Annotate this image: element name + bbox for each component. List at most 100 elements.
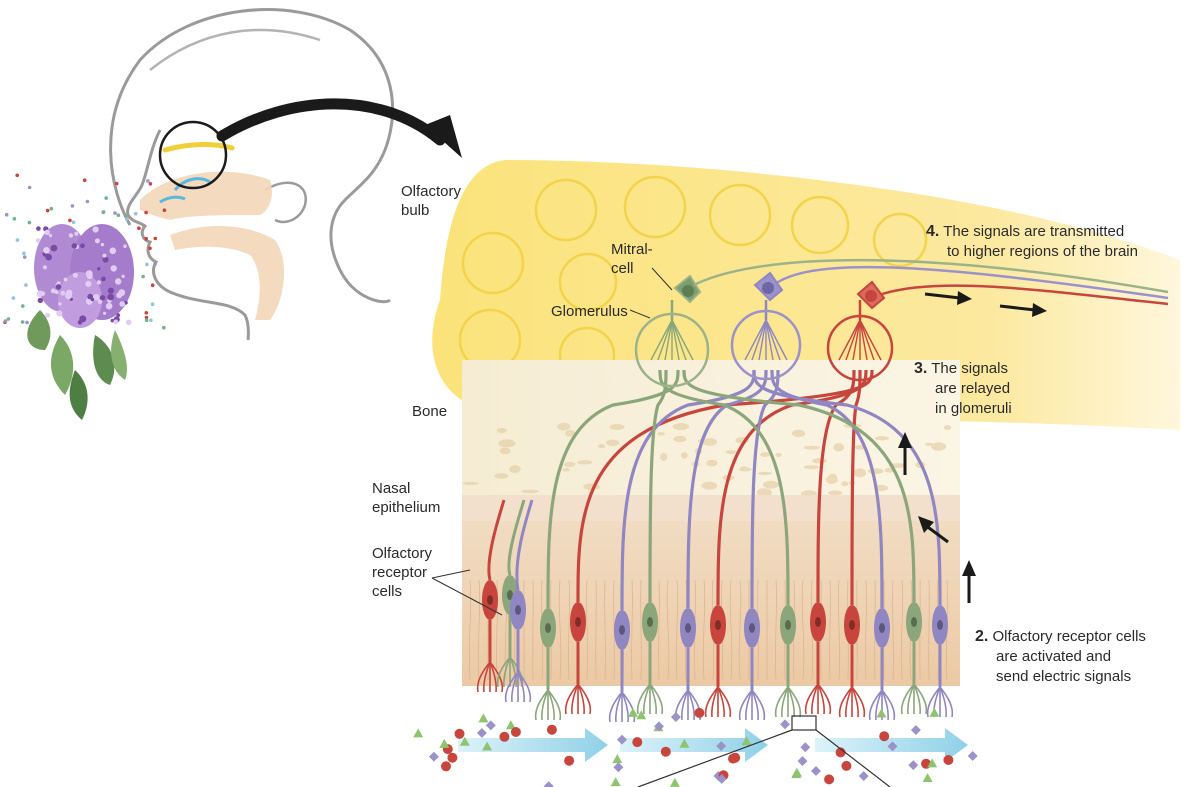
bone-pore <box>681 452 688 458</box>
odor-particle <box>21 304 25 308</box>
lilac-floret <box>56 284 62 290</box>
odor-particle <box>148 247 152 251</box>
label-nasal-epithelium-line2: epithelium <box>372 498 440 517</box>
step-3-line1: 3. The signals <box>914 359 1012 379</box>
lilac-floret <box>121 275 124 278</box>
odor-particle <box>71 204 75 208</box>
bone-pore <box>758 472 772 475</box>
odor-particle <box>24 283 28 287</box>
step-4-line2: to higher regions of the brain <box>926 242 1138 262</box>
lilac-floret <box>79 315 86 322</box>
odor-particle <box>162 326 166 330</box>
bone-pore <box>706 460 717 467</box>
odor-particle <box>145 263 149 267</box>
odor-particle <box>134 212 138 216</box>
lilac-floret <box>100 295 105 300</box>
lilac-floret <box>123 244 127 248</box>
lilac-floret <box>85 281 91 287</box>
lilac-floret <box>116 292 122 298</box>
lilac-floret <box>91 298 95 302</box>
step-3-line3: in glomeruli <box>914 399 1012 419</box>
odor-particle <box>12 296 16 300</box>
lilac-floret <box>51 245 58 252</box>
lilac-floret <box>74 232 78 236</box>
lilac-floret <box>58 302 61 305</box>
lilac-floret <box>119 301 125 307</box>
odor-particle <box>149 182 153 186</box>
odor-particle <box>163 208 167 212</box>
bone-pore <box>606 440 619 446</box>
bone-pore <box>500 448 511 455</box>
bone-pore <box>763 481 779 489</box>
bone-pore <box>826 476 838 484</box>
lilac-floret <box>111 265 117 271</box>
lilac-floret <box>38 298 43 303</box>
label-mitral-cell-line2: cell <box>611 259 653 278</box>
arrow-up-2 <box>962 560 976 603</box>
bone-pore <box>557 423 570 431</box>
odor-particle <box>141 275 145 279</box>
odor-particle <box>21 320 25 324</box>
label-nasal-epithelium: Nasal epithelium <box>372 479 440 517</box>
lilac-floret <box>43 265 47 269</box>
odor-particle <box>68 219 72 223</box>
bone-pore <box>828 491 842 496</box>
odor-particle <box>144 237 148 241</box>
bone-pore <box>833 443 844 451</box>
head-illustration <box>111 10 393 340</box>
odor-particle <box>149 319 153 323</box>
odor-particle <box>4 319 8 323</box>
bone-pore <box>701 482 717 490</box>
bone-pore <box>804 446 820 450</box>
lilac-floret <box>103 254 107 258</box>
odor-particle <box>477 728 487 738</box>
step-2-line2: are activated and <box>975 647 1146 667</box>
odor-particle <box>564 756 574 766</box>
bone-pore <box>703 438 717 446</box>
lilac-floret <box>45 254 52 261</box>
odor-particle <box>876 709 886 718</box>
lilac-floret <box>103 257 109 263</box>
odor-particle <box>153 262 157 266</box>
lilac-flower <box>27 224 134 420</box>
lilac-floret <box>36 238 41 243</box>
lilac-floret <box>41 291 46 296</box>
odor-particle <box>15 174 19 178</box>
odor-particle <box>83 178 87 182</box>
bone-pore <box>931 442 946 451</box>
label-receptor-cells-line1: Olfactory <box>372 544 432 563</box>
lilac-floret <box>49 234 52 237</box>
odor-particle <box>929 708 939 717</box>
step-2-line1: 2. Olfactory receptor cells <box>975 627 1146 647</box>
odor-particle <box>824 774 834 784</box>
odor-particle <box>780 719 790 729</box>
odor-particle <box>46 209 50 213</box>
bone-pore <box>775 453 781 457</box>
lilac-floret <box>43 247 50 254</box>
odor-particle <box>86 200 90 204</box>
nasal-epithelium <box>462 495 960 686</box>
lilac-floret <box>95 238 100 243</box>
lilac-floret <box>97 267 100 270</box>
odor-particle <box>102 210 106 214</box>
lilac-floret <box>113 320 118 325</box>
bone-pore <box>660 453 667 461</box>
odor-particle <box>154 237 158 241</box>
lilac-floret <box>110 248 117 255</box>
lilac-floret <box>36 226 41 231</box>
odor-particle <box>499 732 509 742</box>
odor-particle <box>439 739 449 748</box>
odor-particle <box>447 753 457 763</box>
lilac-floret <box>45 230 50 235</box>
label-receptor-cells: Olfactory receptor cells <box>372 544 432 601</box>
lilac-floret <box>80 243 85 248</box>
odor-particle <box>28 221 32 225</box>
lilac-floret <box>101 243 104 246</box>
bone-pore <box>944 425 951 430</box>
bone-pore <box>853 468 866 477</box>
odor-particle <box>661 747 671 757</box>
odor-particle <box>547 725 557 735</box>
odor-particle <box>730 753 740 763</box>
bone-pore <box>521 490 538 493</box>
label-bone: Bone <box>412 402 447 421</box>
